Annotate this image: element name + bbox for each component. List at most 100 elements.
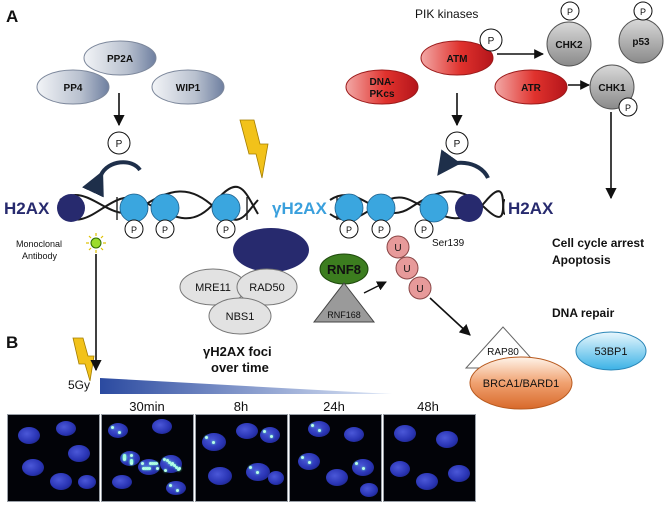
- svg-text:P: P: [567, 7, 573, 17]
- arrow-ubiquitin-repair: [429, 297, 471, 336]
- foci-dot: [130, 454, 133, 457]
- nucleus: [68, 445, 90, 462]
- foci-dot: [355, 462, 358, 465]
- effector-p53: p53: [618, 18, 664, 64]
- foci-dot: [146, 467, 149, 470]
- svg-text:U: U: [403, 264, 410, 275]
- nucleus: [448, 465, 470, 482]
- foci-dot: [205, 436, 208, 439]
- timepoint-label: 48h: [417, 399, 439, 414]
- nucleus: [152, 419, 172, 434]
- phospho-atm: P: [479, 28, 503, 52]
- phosphatase-pp4: PP4: [36, 69, 110, 105]
- mrn-dark-ellipse: [233, 228, 309, 272]
- foci-dot: [263, 430, 266, 433]
- nucleus: [208, 467, 232, 485]
- bp53: 53BP1: [575, 331, 647, 371]
- rad50-label: RAD50: [249, 282, 284, 294]
- kinase-dna-pkcs: DNA- PKcs: [345, 69, 419, 105]
- foci-dot: [111, 426, 114, 429]
- gamma-h2ax-label: γH2AX: [272, 199, 327, 218]
- micrograph-control: [7, 414, 100, 502]
- effector-chk2: CHK2: [546, 21, 592, 67]
- nbs1-label: NBS1: [226, 311, 255, 323]
- chk1-label: CHK1: [598, 83, 626, 94]
- svg-text:P: P: [378, 225, 384, 235]
- nucleosome: [366, 193, 396, 223]
- nucleus: [268, 471, 284, 485]
- micrograph-30min: [101, 414, 194, 502]
- foci-dot: [163, 458, 166, 461]
- dna-repair-label: DNA repair: [552, 306, 615, 320]
- brca1-bard1-label: BRCA1/BARD1: [483, 378, 559, 390]
- nucleosome: [119, 193, 149, 223]
- foci-dot: [153, 462, 156, 465]
- mrn-complex: MRE11 RAD50 NBS1: [179, 268, 298, 335]
- phospho-p53: P: [633, 1, 653, 21]
- phosphatase-wip1: WIP1: [151, 69, 225, 105]
- svg-text:P: P: [116, 139, 123, 150]
- pp2a-label: PP2A: [107, 54, 133, 65]
- micrograph-24h: [289, 414, 382, 502]
- phosphatase-pp2a: PP2A: [83, 40, 157, 76]
- atr-label: ATR: [521, 83, 542, 94]
- foci-dot: [164, 469, 167, 472]
- svg-text:P: P: [223, 225, 229, 235]
- nucleus: [112, 475, 132, 489]
- phospho-left-chain: P P P: [124, 219, 236, 239]
- nucleus: [390, 461, 410, 477]
- foci-dot: [249, 466, 252, 469]
- phospho-chk1: P: [618, 97, 638, 117]
- timepoint-label: 30min: [129, 399, 164, 414]
- foci-dot: [176, 489, 179, 492]
- nucleus: [50, 473, 72, 490]
- rnf8: RNF8: [319, 253, 369, 285]
- rnf168: RNF168: [312, 282, 376, 323]
- timepoint-label: 8h: [234, 399, 248, 414]
- rnf8-label: RNF8: [327, 262, 361, 277]
- rap80-label: RAP80: [487, 347, 519, 358]
- foci-dot: [169, 484, 172, 487]
- svg-text:P: P: [488, 36, 495, 47]
- arrow-rnf-ubiquitin: [363, 281, 387, 294]
- pik-kinases-label: PIK kinases: [415, 7, 478, 21]
- foci-dot: [256, 471, 259, 474]
- foci-dot: [118, 431, 121, 434]
- pp4-label: PP4: [64, 83, 83, 94]
- dna-pkcs-label-line1: DNA-: [370, 77, 395, 88]
- micrograph-48h: [383, 414, 476, 502]
- curved-arrow-dephosphorylation: [81, 160, 142, 198]
- foci-dot: [130, 462, 133, 465]
- svg-text:P: P: [640, 7, 646, 17]
- nucleus: [394, 425, 416, 442]
- nucleus: [326, 469, 348, 486]
- svg-text:P: P: [625, 103, 631, 113]
- foci-dot: [318, 429, 321, 432]
- timecourse-title-line2: over time: [211, 360, 269, 375]
- dose-label: 5Gy: [68, 378, 90, 392]
- foci-dot: [175, 466, 178, 469]
- wip1-label: WIP1: [176, 83, 201, 94]
- svg-text:U: U: [416, 284, 423, 295]
- panel-b-label: B: [6, 333, 18, 352]
- foci-dot: [311, 424, 314, 427]
- svg-text:P: P: [346, 225, 352, 235]
- foci-dot: [148, 467, 151, 470]
- chk2-label: CHK2: [555, 40, 583, 51]
- nucleosome: [334, 193, 364, 223]
- brca1-bard1: BRCA1/BARD1: [469, 356, 573, 410]
- foci-dot: [123, 458, 126, 461]
- nucleus: [360, 483, 378, 497]
- svg-text:P: P: [131, 225, 137, 235]
- svg-text:P: P: [454, 139, 461, 150]
- foci-dot: [149, 462, 152, 465]
- nucleus: [436, 431, 458, 448]
- nucleus: [236, 423, 258, 439]
- nucleus: [18, 427, 40, 444]
- antibody-label-line2: Antibody: [22, 251, 58, 261]
- time-wedge: [100, 378, 392, 394]
- svg-text:P: P: [421, 225, 427, 235]
